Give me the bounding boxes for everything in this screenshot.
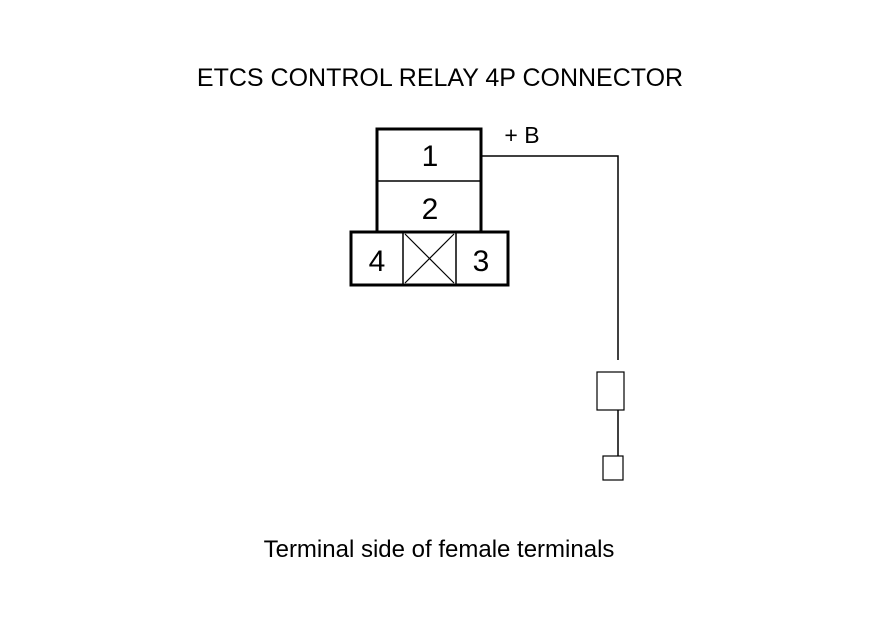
- terminal-2-label: 2: [422, 193, 439, 226]
- probe-upper-tip: [596, 371, 625, 411]
- wire-label-plus-b: + B: [504, 122, 539, 148]
- diagram-title: ETCS CONTROL RELAY 4P CONNECTOR: [197, 64, 683, 92]
- terminal-1-wire: [481, 155, 619, 360]
- terminal-3-label: 3: [473, 245, 490, 278]
- probe-lower-tip: [602, 455, 624, 481]
- terminal-1-label: 1: [422, 140, 439, 173]
- connector-lower-housing: [349, 230, 510, 287]
- diagram-caption: Terminal side of female terminals: [264, 536, 615, 563]
- empty-cavity-cross: [404, 233, 455, 284]
- terminal-4-label: 4: [369, 245, 386, 278]
